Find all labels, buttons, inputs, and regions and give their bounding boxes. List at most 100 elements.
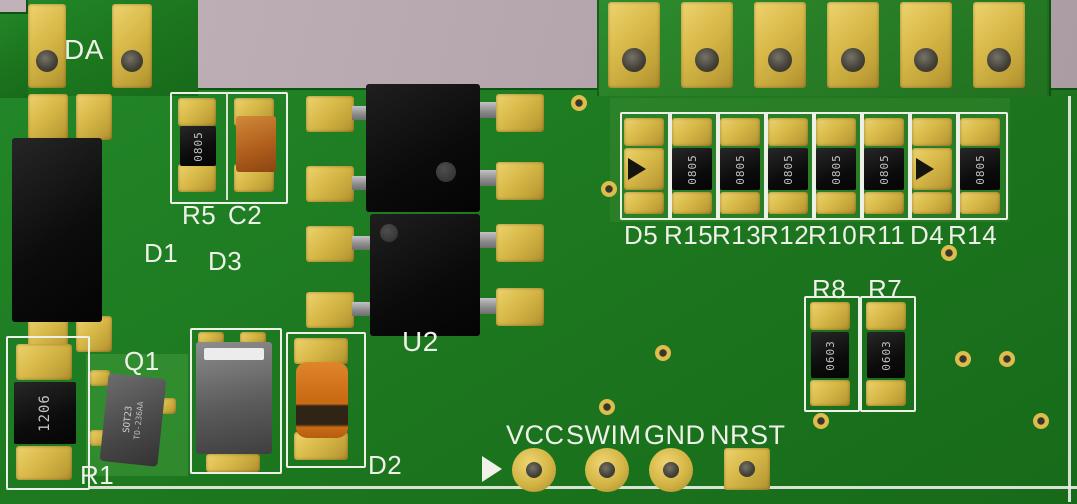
component-u2-body-lower[interactable]: [370, 214, 480, 336]
silkscreen-outline-r15: [668, 112, 720, 220]
through-hole-pad: [827, 2, 879, 88]
diode-cathode-mark: [916, 158, 934, 180]
component-d5-body[interactable]: [624, 148, 664, 190]
drill-hole: [526, 462, 542, 478]
pad-r10: [816, 192, 856, 214]
pad-r11: [864, 118, 904, 146]
chip-marking-r12: 0805: [781, 153, 795, 185]
silkscreen-label-d4: D4: [910, 220, 945, 250]
silkscreen-label-r5: R5: [182, 200, 217, 230]
pad-d3: [198, 332, 224, 344]
pad-d4: [912, 192, 952, 214]
pad-d3: [206, 454, 260, 472]
component-r1-chip[interactable]: 1206: [14, 382, 76, 444]
silkscreen-label-r15: R15: [664, 220, 714, 250]
through-hole-pad: [608, 2, 660, 88]
component-r13-chip[interactable]: 0805: [720, 148, 760, 190]
pad-r1: [16, 344, 72, 380]
chip-marking-r5: 0805: [191, 130, 205, 162]
pad-r15: [672, 192, 712, 214]
pad-r8: [810, 302, 850, 330]
component-r14-chip[interactable]: 0805: [960, 148, 1000, 190]
component-pin: [478, 232, 498, 248]
component-d1-body[interactable]: [12, 138, 102, 322]
chip-marking-r11: 0805: [877, 153, 891, 185]
through-hole-pad: [28, 4, 66, 88]
via: [601, 181, 617, 197]
component-pin: [478, 102, 498, 118]
pad-u2: [306, 166, 354, 202]
pad-r5: [178, 164, 216, 192]
component-d2-body[interactable]: [296, 362, 348, 438]
silkscreen-outline-r1: [6, 336, 90, 490]
pad-nrst: [724, 448, 770, 490]
pad-gnd: [649, 448, 693, 492]
through-hole-pad: [681, 2, 733, 88]
component-c2-body[interactable]: [236, 116, 276, 172]
component-r10-chip[interactable]: 0805: [816, 148, 856, 190]
diode-cathode-mark: [628, 158, 646, 180]
component-r12-chip[interactable]: 0805: [768, 148, 808, 190]
component-q1-body[interactable]: SOT23 TO-236AA: [99, 373, 167, 467]
via: [599, 399, 615, 415]
pad-u2: [496, 162, 544, 200]
component-pin: [352, 302, 370, 316]
component-r7-chip[interactable]: 0603: [867, 332, 905, 378]
silkscreen-label-r10: R10: [808, 220, 858, 250]
pad-u2: [306, 96, 354, 132]
pad-r11: [864, 192, 904, 214]
pad-r7: [866, 380, 906, 406]
pad-r13: [720, 192, 760, 214]
drill-hole: [622, 48, 646, 72]
drill-hole: [663, 462, 679, 478]
via: [941, 245, 957, 261]
silkscreen-label-gnd: GND: [644, 420, 706, 450]
chip-marking-r8: 0603: [823, 339, 837, 371]
pad-d1: [76, 316, 112, 352]
pin1-dot: [380, 224, 398, 242]
via: [571, 95, 587, 111]
component-pin: [478, 298, 498, 314]
drill-hole: [695, 48, 719, 72]
through-hole-pad: [973, 2, 1025, 88]
component-r5-chip[interactable]: 0805: [180, 126, 216, 166]
component-r8-chip[interactable]: 0603: [811, 332, 849, 378]
drill-hole: [914, 48, 938, 72]
silkscreen-divider: [226, 92, 228, 200]
component-r15-chip[interactable]: 0805: [672, 148, 712, 190]
silkscreen-outline-r10: [812, 112, 864, 220]
silkscreen-outline-r14: [956, 112, 1008, 220]
drill-hole: [739, 461, 755, 477]
component-d4-body[interactable]: [912, 148, 952, 190]
silkscreen-label-u2: U2: [402, 326, 439, 357]
drill-hole: [987, 48, 1011, 72]
silkscreen-outline-d5: [620, 112, 672, 220]
silkscreen-outline-r12: [764, 112, 816, 220]
silkscreen-label-da: DA: [64, 34, 104, 65]
component-u2-body-upper[interactable]: [366, 84, 480, 212]
silkscreen-outline-r11: [860, 112, 912, 220]
chip-marking-r14: 0805: [973, 153, 987, 185]
pad-r5: [178, 98, 216, 126]
via: [1033, 413, 1049, 429]
via: [955, 351, 971, 367]
pad-vcc: [512, 448, 556, 492]
chip-marking-r1: 1206: [37, 394, 53, 432]
drill-hole: [599, 462, 615, 478]
via: [655, 345, 671, 361]
silkscreen-label-vcc: VCC: [506, 420, 565, 450]
pad-u2: [306, 292, 354, 328]
component-r11-chip[interactable]: 0805: [864, 148, 904, 190]
component-label-stripe: [204, 348, 264, 360]
silkscreen-board-edge-right: [1068, 96, 1071, 502]
silkscreen-outline-r5c2: [170, 92, 288, 204]
pad-u2: [496, 224, 544, 262]
chip-marking-r15: 0805: [685, 153, 699, 185]
pad-d2: [294, 338, 348, 364]
silkscreen-label-r11: R11: [858, 220, 906, 250]
component-d3-body[interactable]: [196, 342, 272, 454]
pad-d1: [28, 94, 68, 140]
pin1-dot: [436, 162, 456, 182]
pad-r10: [816, 118, 856, 146]
